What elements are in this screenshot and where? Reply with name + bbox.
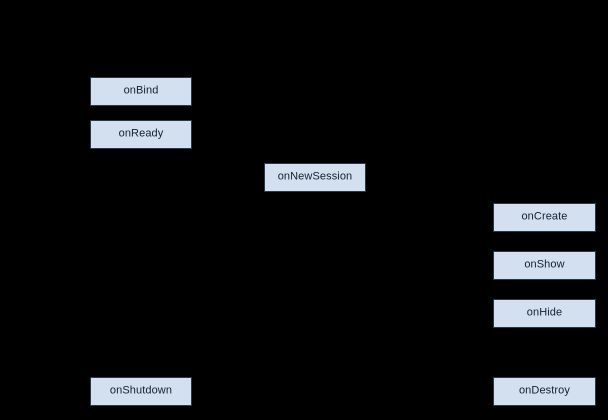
node-on-hide[interactable]: onHide — [493, 299, 596, 328]
node-on-create[interactable]: onCreate — [493, 203, 596, 232]
node-label-on-destroy: onDestroy — [518, 384, 571, 397]
node-label-on-shutdown: onShutdown — [109, 384, 173, 397]
node-on-destroy[interactable]: onDestroy — [493, 377, 596, 406]
node-on-ready[interactable]: onReady — [90, 120, 192, 149]
node-label-on-bind: onBind — [123, 84, 159, 97]
node-on-new-session[interactable]: onNewSession — [264, 163, 366, 192]
node-label-on-show: onShow — [524, 258, 565, 271]
node-label-on-new-session: onNewSession — [277, 170, 353, 183]
node-label-on-create: onCreate — [521, 210, 568, 223]
node-on-bind[interactable]: onBind — [90, 77, 192, 106]
node-on-shutdown[interactable]: onShutdown — [90, 377, 192, 406]
node-label-on-hide: onHide — [526, 306, 563, 319]
node-on-show[interactable]: onShow — [493, 251, 596, 280]
node-label-on-ready: onReady — [118, 127, 164, 140]
